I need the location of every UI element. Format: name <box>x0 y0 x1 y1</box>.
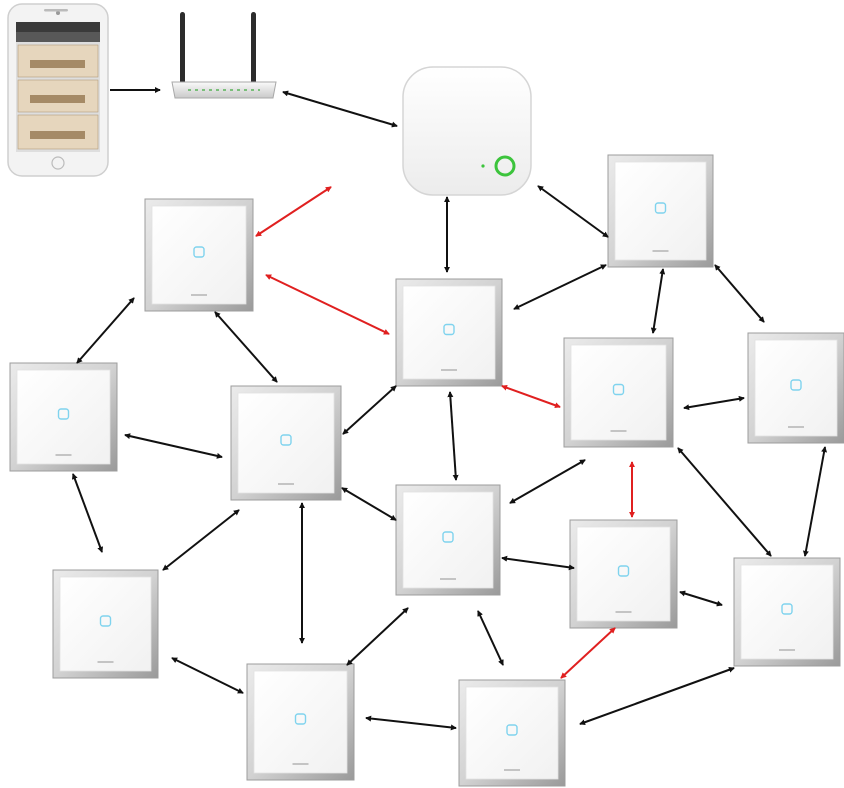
brand-mark <box>292 763 309 765</box>
link-arrow <box>71 473 104 553</box>
smartphone-icon <box>7 3 109 177</box>
switch-face <box>614 161 707 261</box>
switch-face <box>465 686 559 780</box>
switch-nodes <box>9 154 844 787</box>
touch-button-icon <box>790 379 802 391</box>
smart-hub-icon <box>402 66 532 196</box>
link-arrow <box>76 297 135 364</box>
link-arrow <box>802 446 828 557</box>
link-arrow <box>282 90 398 128</box>
brand-mark <box>440 578 456 580</box>
switch-face <box>740 564 834 660</box>
touch-switch-icon <box>607 154 714 268</box>
switch-face <box>576 526 671 622</box>
link-arrow <box>537 185 609 238</box>
switch-face <box>59 576 152 672</box>
brand-mark <box>779 649 795 651</box>
highlighted-link-arrow <box>560 627 616 679</box>
touch-switch-icon <box>747 332 844 444</box>
link-arrow <box>509 459 586 504</box>
switch-face <box>402 285 496 380</box>
link-arrow <box>124 433 223 459</box>
brand-mark <box>191 294 207 296</box>
router-icon <box>171 12 277 99</box>
link-arrow <box>171 657 244 694</box>
brand-mark <box>788 426 804 428</box>
touch-button-icon <box>442 531 454 543</box>
link-arrow <box>714 264 765 323</box>
touch-button-icon <box>612 383 625 396</box>
brand-mark <box>610 430 627 432</box>
connection-links <box>71 87 828 731</box>
touch-switch-icon <box>230 385 342 501</box>
brand-mark <box>55 454 72 456</box>
touch-switch-icon <box>395 484 501 596</box>
highlighted-link-arrow <box>265 274 390 335</box>
link-arrow <box>342 385 397 435</box>
highlighted-link-arrow <box>255 186 332 237</box>
link-arrow <box>447 391 459 481</box>
switch-face <box>237 392 335 494</box>
touch-button-icon <box>654 202 667 214</box>
brand-mark <box>615 611 632 613</box>
link-arrow <box>579 666 735 726</box>
link-arrow <box>650 268 666 334</box>
touch-switch-icon <box>246 663 355 781</box>
touch-switch-icon <box>144 198 254 312</box>
link-arrow <box>214 311 278 383</box>
touch-button-icon <box>280 434 292 446</box>
link-arrow <box>679 590 723 607</box>
link-arrow <box>365 715 457 731</box>
brand-mark <box>97 661 114 663</box>
link-arrow <box>677 447 772 557</box>
touch-button-icon <box>617 565 630 577</box>
brand-mark <box>278 483 294 485</box>
touch-button-icon <box>506 724 518 736</box>
switch-face <box>754 339 838 437</box>
touch-switch-icon <box>395 278 503 387</box>
link-arrow <box>501 555 575 571</box>
touch-switch-icon <box>569 519 678 629</box>
touch-button-icon <box>57 408 70 420</box>
touch-switch-icon <box>9 362 118 472</box>
touch-button-icon <box>294 713 307 725</box>
touch-button-icon <box>443 323 455 336</box>
touch-button-icon <box>99 615 112 627</box>
touch-button-icon <box>193 246 205 258</box>
touch-switch-icon <box>458 679 566 787</box>
touch-button-icon <box>781 603 793 615</box>
touch-switch-icon <box>733 557 841 667</box>
brand-mark <box>441 369 457 371</box>
highlighted-link-arrow <box>501 384 561 409</box>
switch-face <box>402 491 494 589</box>
link-arrow <box>346 607 409 666</box>
switch-face <box>253 670 348 774</box>
link-arrow <box>341 487 397 521</box>
link-arrow <box>162 509 240 571</box>
switch-face <box>16 369 111 465</box>
link-arrow <box>477 610 504 666</box>
touch-switch-icon <box>563 337 674 448</box>
link-arrow <box>683 395 745 411</box>
touch-switch-icon <box>52 569 159 679</box>
switch-face <box>570 344 667 441</box>
link-arrow <box>513 264 607 310</box>
switch-face <box>151 205 247 305</box>
brand-mark <box>504 769 520 771</box>
brand-mark <box>652 250 669 252</box>
